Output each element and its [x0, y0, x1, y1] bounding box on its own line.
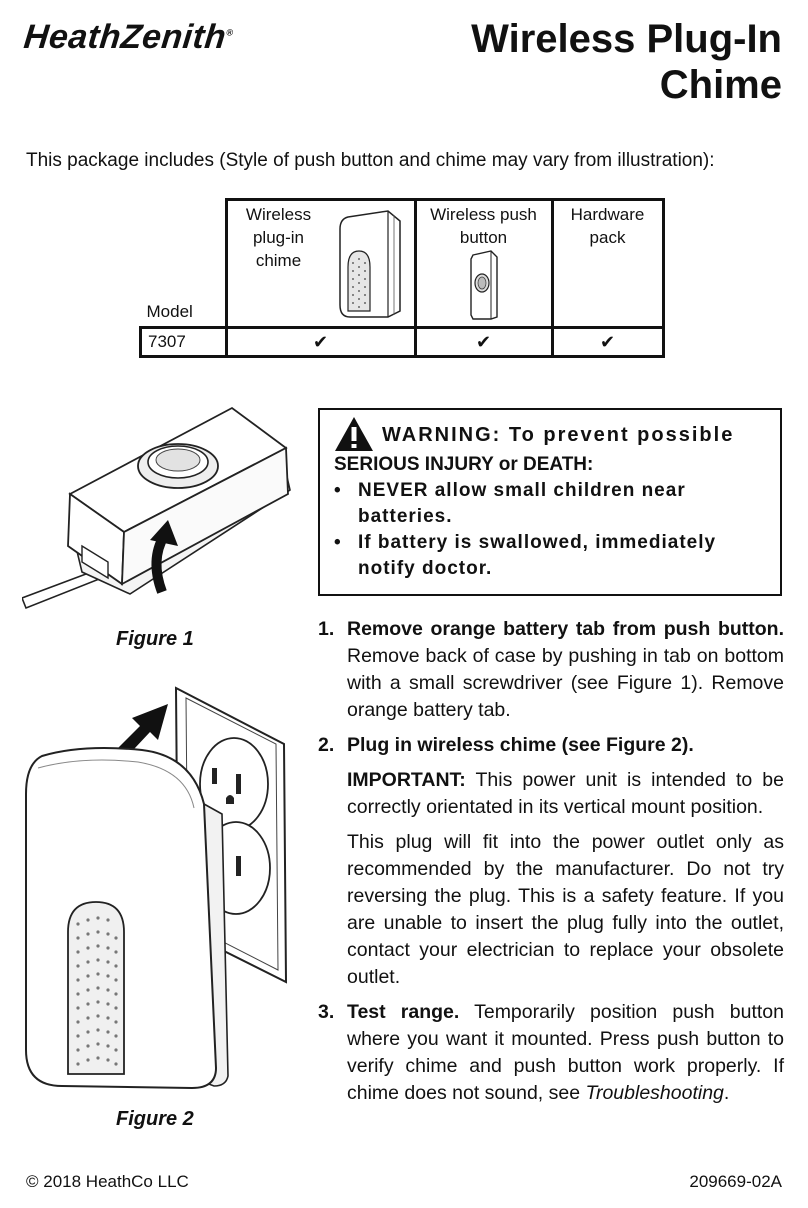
package-contents-table: Model Wireless plug-in chime: [139, 198, 665, 358]
page-title: Wireless Plug-In Chime: [471, 17, 782, 107]
brand-logo: HeathZenith®: [22, 18, 235, 56]
warning-box: WARNING: To prevent possible SERIOUS INJ…: [318, 408, 782, 596]
model-header-cell: Model: [140, 199, 228, 329]
figure-2-caption: Figure 2: [116, 1108, 194, 1130]
warning-triangle-icon: [335, 417, 373, 451]
list-item: If battery is swallowed, immediately not…: [334, 530, 768, 582]
registered-mark: ®: [225, 27, 235, 38]
warning-list: NEVER allow small children near batterie…: [334, 478, 768, 582]
package-intro: This package includes (Style of push but…: [26, 150, 715, 171]
step-2: 2. Plug in wireless chime (see Figure 2)…: [318, 734, 784, 988]
warning-title: WARNING: To prevent possible: [382, 424, 735, 446]
chime-column-header: Wireless plug-in chime: [224, 198, 417, 329]
checkmark: ✔: [224, 326, 417, 358]
checkmark: ✔: [550, 326, 665, 358]
list-item: NEVER allow small children near batterie…: [334, 478, 768, 530]
push-button-icon: [469, 250, 498, 320]
warning-subtitle: SERIOUS INJURY or DEATH:: [334, 454, 594, 475]
instruction-steps: 1. Remove orange battery tab from push b…: [318, 616, 784, 1115]
figure-2-illustration: [25, 686, 288, 1090]
table-row: 7307 ✔ ✔ ✔: [139, 326, 665, 358]
figure-1-caption: Figure 1: [116, 628, 194, 650]
step-3: 3. Test range. Temporarily position push…: [318, 1001, 784, 1104]
step-1: 1. Remove orange battery tab from push b…: [318, 618, 784, 721]
model-number: 7307: [139, 326, 228, 358]
checkmark: ✔: [413, 326, 554, 358]
copyright: © 2018 HeathCo LLC: [26, 1172, 189, 1191]
document-number: 209669-02A: [689, 1172, 782, 1191]
push-button-column-header: Wireless push button: [413, 198, 554, 329]
plug-in-chime-icon: [338, 210, 401, 318]
hardware-column-header: Hardware pack: [550, 198, 665, 329]
troubleshooting-reference: Troubleshooting: [585, 1082, 724, 1104]
figure-1-illustration: [22, 406, 291, 610]
